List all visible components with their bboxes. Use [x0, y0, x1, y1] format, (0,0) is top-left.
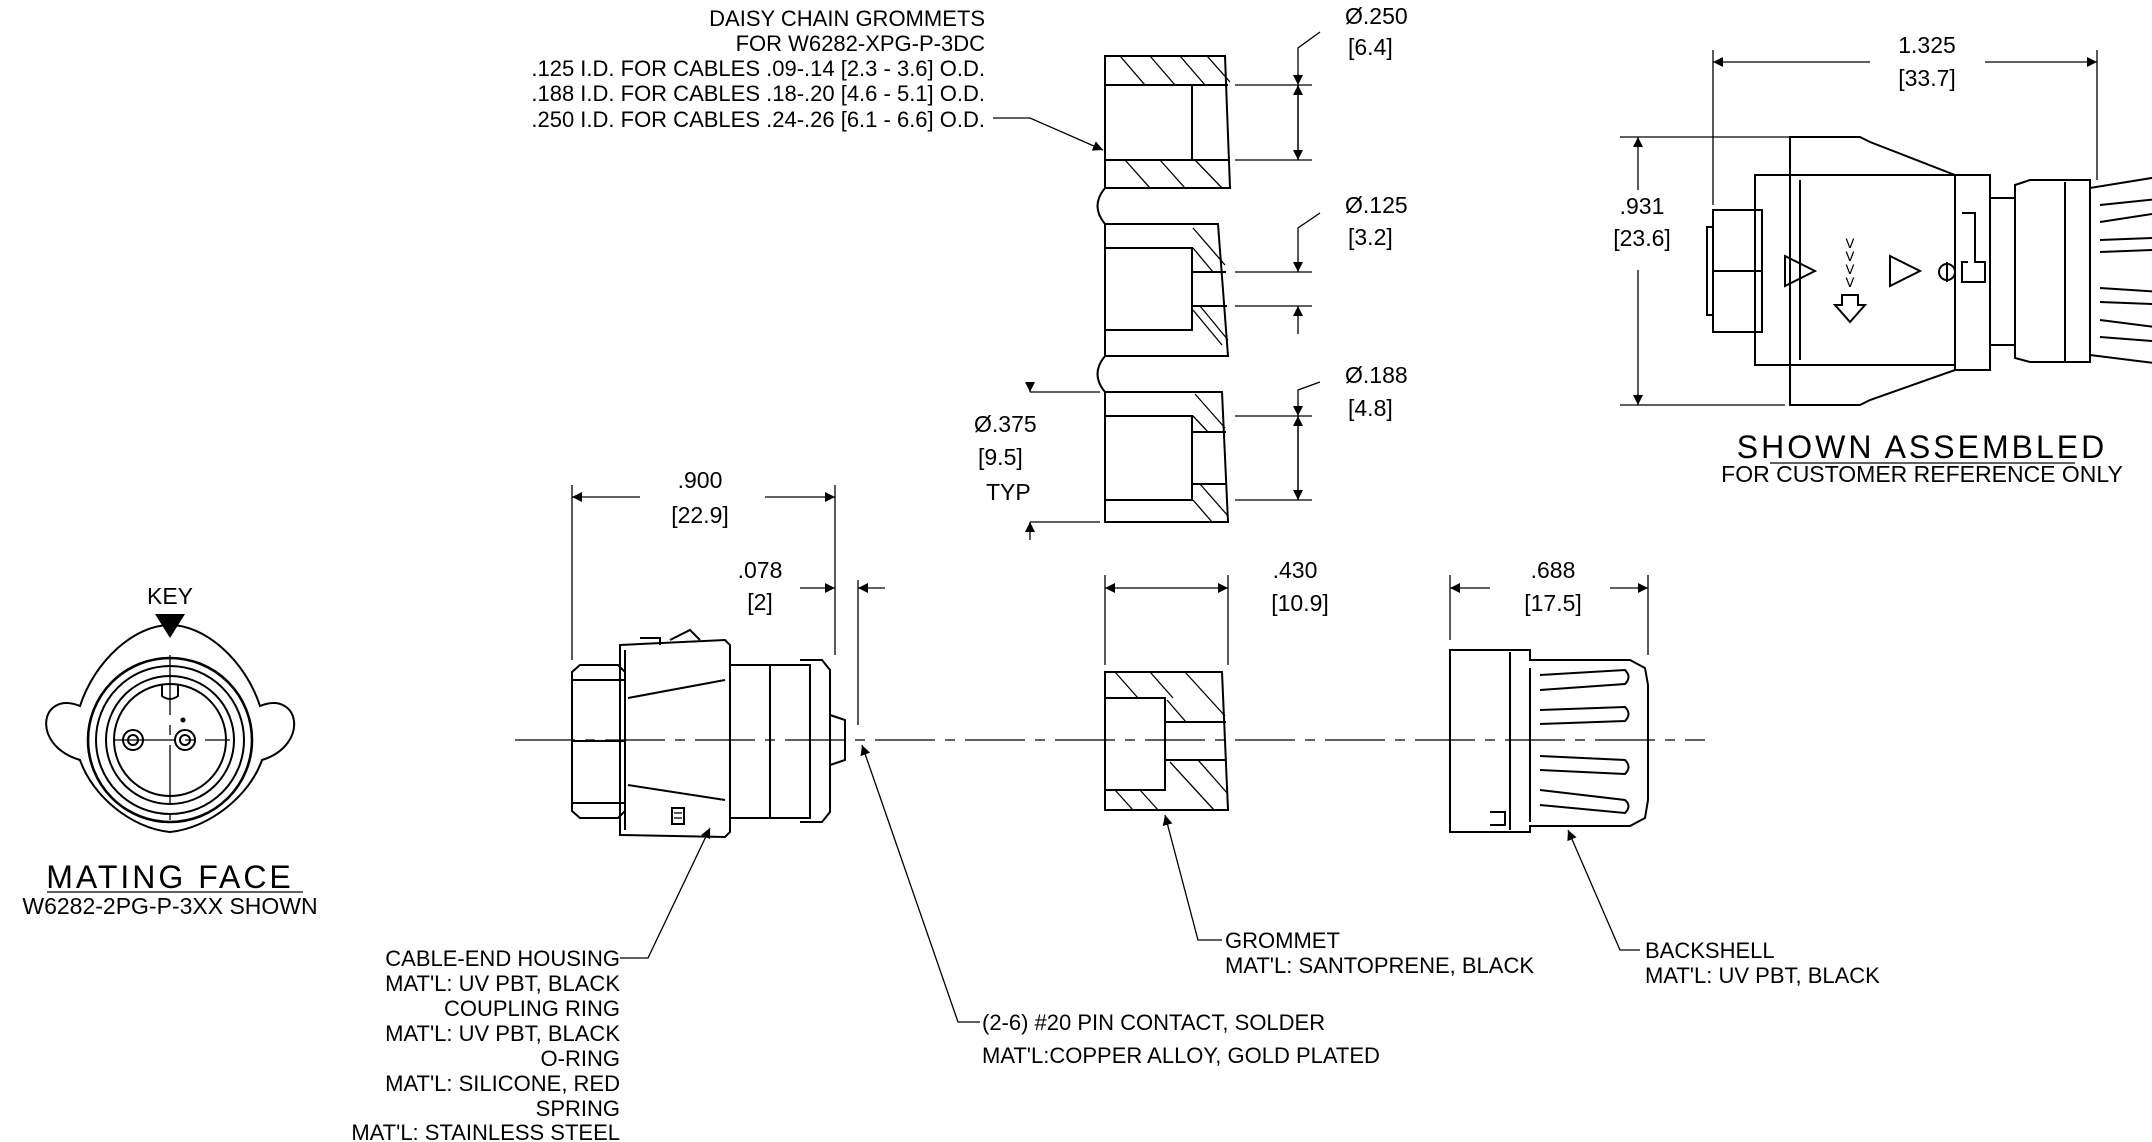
- backshell-note: BACKSHELL MAT'L: UV PBT, BLACK: [1567, 829, 1880, 988]
- chevron-marks: ᐯ: [1846, 262, 1855, 277]
- dim-text: .688: [1531, 557, 1576, 583]
- note-line: GROMMET: [1225, 928, 1340, 953]
- note-line: CABLE-END HOUSING: [385, 946, 620, 971]
- dim-text: .430: [1273, 557, 1318, 583]
- backshell-side-view: [1449, 649, 1649, 833]
- dim-text: TYP: [986, 479, 1031, 505]
- dim-text: [10.9]: [1271, 590, 1329, 616]
- grommet-bottom: [1104, 391, 1230, 523]
- housing-side-view: [571, 628, 846, 839]
- leader-line: [993, 117, 1104, 151]
- chevron-marks: ᐯ: [1846, 249, 1855, 264]
- shown-assembled-title: SHOWN ASSEMBLED: [1737, 429, 2107, 465]
- grommet-top: [1096, 55, 1232, 225]
- note-line: O-RING: [541, 1046, 620, 1071]
- assembled-dimensions: 1.325 [33.7] .931 [23.6] SHOWN ASSEMBLED…: [1613, 32, 2123, 487]
- note-line: BACKSHELL: [1645, 938, 1775, 963]
- note-line: .125 I.D. FOR CABLES .09-.14 [2.3 - 3.6]…: [531, 56, 985, 81]
- backshell-dimensions: .688 [17.5]: [1449, 557, 1649, 655]
- grommet-side-dimensions: .430 [10.9]: [1104, 557, 1329, 665]
- shown-assembled-subtitle: FOR CUSTOMER REFERENCE ONLY: [1721, 461, 2123, 487]
- note-line: DAISY CHAIN GROMMETS: [709, 6, 985, 31]
- dim-text: Ø.250: [1345, 3, 1408, 29]
- mating-face-title: MATING FACE: [46, 859, 294, 895]
- note-line: .188 I.D. FOR CABLES .18-.20 [4.6 - 5.1]…: [531, 81, 985, 106]
- mating-face-view: KEY MATING FACE W6282-2PG-P-3XX SHOWN: [22, 583, 317, 919]
- note-line: MAT'L: UV PBT, BLACK: [385, 1021, 620, 1046]
- grommet-stack: [1096, 55, 1232, 523]
- chevron-marks: ᐯ: [1846, 236, 1855, 251]
- grommet-side-view: [1104, 671, 1230, 811]
- note-line: MAT'L: SILICONE, RED: [385, 1071, 620, 1096]
- dim-text: 1.325: [1898, 32, 1956, 58]
- dim-text: [4.8]: [1348, 395, 1393, 421]
- assembled-view: ᐯ ᐯ ᐯ ᐯ: [1706, 136, 2152, 406]
- grommet-middle: [1096, 223, 1230, 393]
- note-line: MAT'L: SANTOPRENE, BLACK: [1225, 953, 1534, 978]
- dim-text: Ø.375: [974, 411, 1037, 437]
- dim-text: [23.6]: [1613, 225, 1671, 251]
- note-line: MAT'L:COPPER ALLOY, GOLD PLATED: [982, 1043, 1380, 1068]
- grommet-note: GROMMET MAT'L: SANTOPRENE, BLACK: [1162, 814, 1534, 978]
- dim-text: .078: [738, 557, 783, 583]
- note-line: FOR W6282-XPG-P-3DC: [736, 31, 985, 56]
- dim-text: [2]: [747, 589, 773, 615]
- dim-text: [17.5]: [1524, 590, 1582, 616]
- note-line: COUPLING RING: [444, 996, 620, 1021]
- mating-face-subtitle: W6282-2PG-P-3XX SHOWN: [22, 893, 317, 919]
- dim-text: Ø.125: [1345, 192, 1408, 218]
- dim-text: .931: [1620, 193, 1665, 219]
- housing-note: CABLE-END HOUSING MAT'L: UV PBT, BLACK C…: [351, 827, 711, 1142]
- pin-note: (2-6) #20 PIN CONTACT, SOLDER MAT'L:COPP…: [860, 744, 1380, 1068]
- chevron-marks: ᐯ: [1846, 275, 1855, 290]
- note-line: SPRING: [536, 1096, 620, 1121]
- note-line: MAT'L: UV PBT, BLACK: [385, 971, 620, 996]
- note-line: MAT'L: UV PBT, BLACK: [1645, 963, 1880, 988]
- dim-text: .900: [678, 467, 723, 493]
- dim-text: [3.2]: [1348, 224, 1393, 250]
- key-label: KEY: [147, 583, 193, 609]
- dim-text: [33.7]: [1898, 65, 1956, 91]
- note-line: MAT'L: STAINLESS STEEL: [351, 1120, 620, 1142]
- dim-text: [6.4]: [1348, 34, 1393, 60]
- housing-dimensions: .900 [22.9] .078 [2]: [571, 467, 885, 725]
- dim-text: [9.5]: [978, 444, 1023, 470]
- dim-text: Ø.188: [1345, 362, 1408, 388]
- dim-text: [22.9]: [671, 502, 729, 528]
- grommet-dimensions: Ø.250 [6.4] Ø.125 [3.2] Ø.188 [4.8] Ø.37…: [974, 3, 1408, 540]
- note-line: (2-6) #20 PIN CONTACT, SOLDER: [982, 1010, 1325, 1035]
- daisy-chain-note: DAISY CHAIN GROMMETS FOR W6282-XPG-P-3DC…: [531, 6, 1104, 151]
- note-line: .250 I.D. FOR CABLES .24-.26 [6.1 - 6.6]…: [531, 107, 985, 132]
